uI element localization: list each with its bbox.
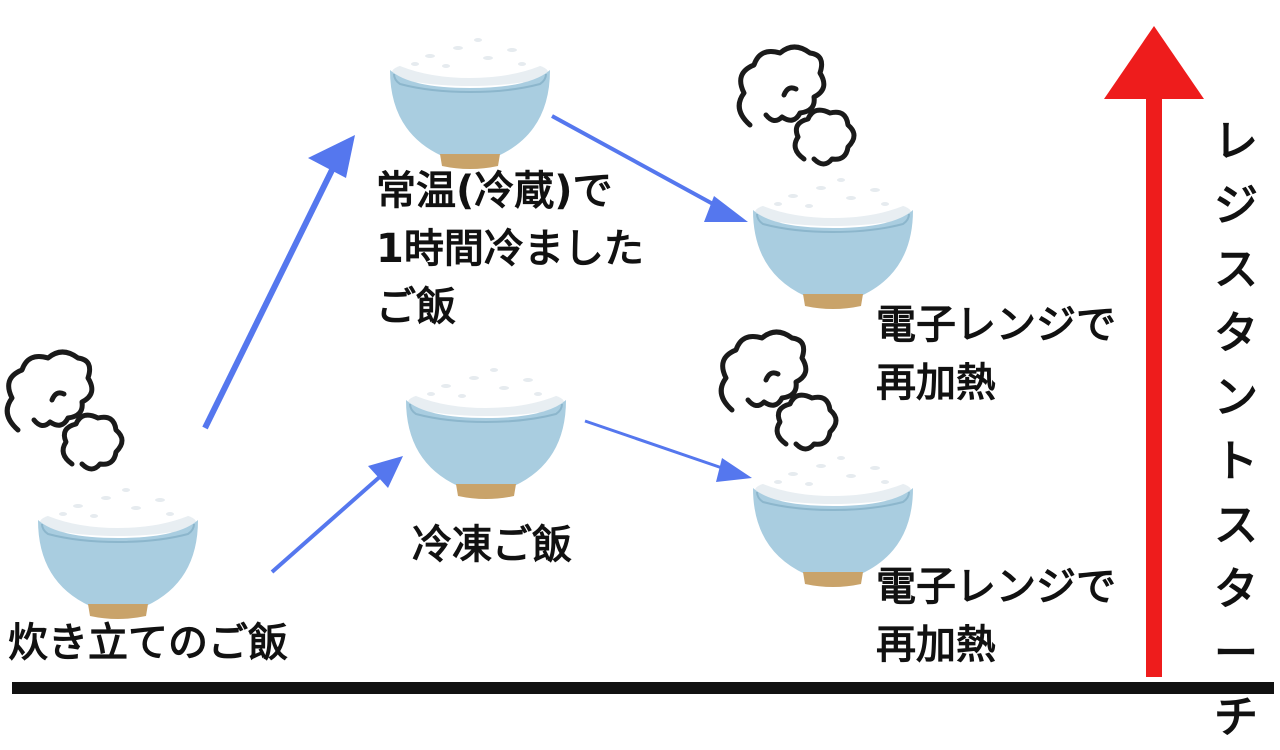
steam-icon — [739, 47, 854, 164]
rice-bowl-icon — [37, 484, 199, 620]
label-reheat-top: 電子レンジで 再加熱 — [876, 302, 1116, 406]
arrowhead — [704, 196, 748, 222]
steam-icon — [721, 332, 836, 449]
baseline — [12, 682, 1274, 694]
arrowhead — [1104, 26, 1204, 99]
flow-arrows — [202, 114, 752, 574]
side-label-resistant-starch: レ ジ ス タ ン ト ス タ ー チ — [1214, 116, 1258, 743]
rice-bowl-icon — [405, 364, 567, 500]
arrow-to-frozen — [270, 472, 385, 574]
label-frozen: 冷凍ご飯 — [412, 522, 572, 568]
arrow-to-reheat-bottom — [584, 419, 729, 472]
diagram-canvas — [0, 26, 1274, 694]
arrowhead — [308, 135, 355, 178]
arrow-to-reheat-top — [551, 114, 725, 212]
arrow-shaft — [1146, 95, 1162, 677]
rice-bowl-icon — [752, 174, 914, 310]
label-reheat-bottom: 電子レンジで 再加熱 — [876, 564, 1116, 668]
arrowhead — [716, 458, 752, 482]
arrowhead — [368, 456, 403, 488]
label-room-temp: 常温(冷蔵)で 1時間冷ました ご飯 — [376, 168, 644, 330]
arrow-to-room-temp — [202, 168, 335, 430]
label-freshly-cooked: 炊き立てのご飯 — [8, 620, 288, 666]
rice-bowl-icon — [389, 34, 551, 170]
steam-icon — [7, 352, 122, 469]
resistant-starch-arrow — [1104, 26, 1204, 677]
